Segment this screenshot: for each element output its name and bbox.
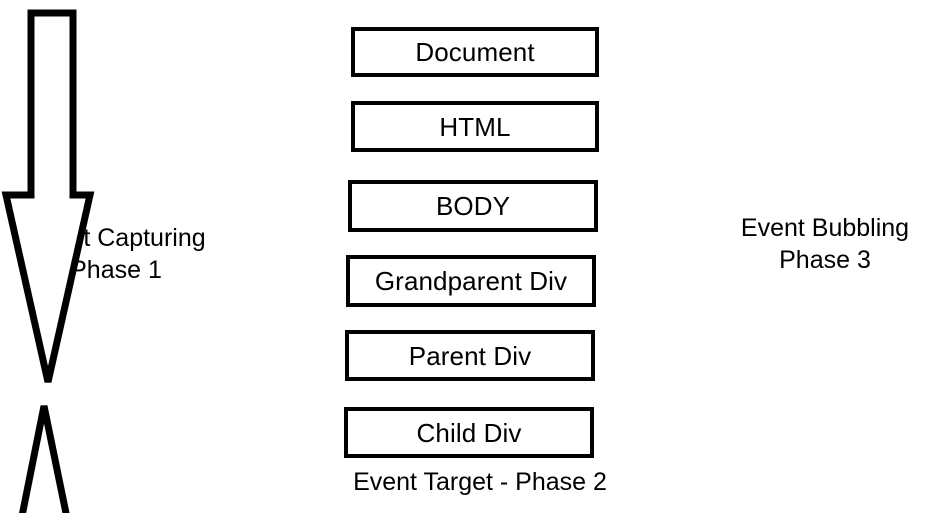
arrow-up-shape — [19, 405, 70, 513]
arrow-down-icon — [0, 0, 100, 395]
event-bubbling-label: Event Bubbling Phase 3 — [740, 214, 910, 274]
arrow-down-shape — [1, 9, 95, 383]
node-box-grandparent-div[interactable]: Grandparent Div — [346, 255, 596, 307]
event-target-caption: Event Target - Phase 2 — [353, 468, 607, 496]
node-box-child-div[interactable]: Child Div — [344, 407, 594, 458]
node-box-label: Document — [415, 37, 535, 67]
node-box-parent-div[interactable]: Parent Div — [345, 330, 595, 381]
node-box-body[interactable]: BODY — [348, 180, 598, 232]
node-box-html[interactable]: HTML — [351, 101, 599, 152]
node-box-document[interactable]: Document — [351, 27, 599, 77]
node-box-label: Grandparent Div — [374, 266, 568, 296]
node-box-label: BODY — [435, 191, 511, 221]
arrow-up-icon — [0, 395, 100, 513]
node-box-label: Parent Div — [408, 340, 532, 371]
node-box-label: Child Div — [416, 417, 522, 448]
node-box-label: HTML — [439, 111, 511, 142]
